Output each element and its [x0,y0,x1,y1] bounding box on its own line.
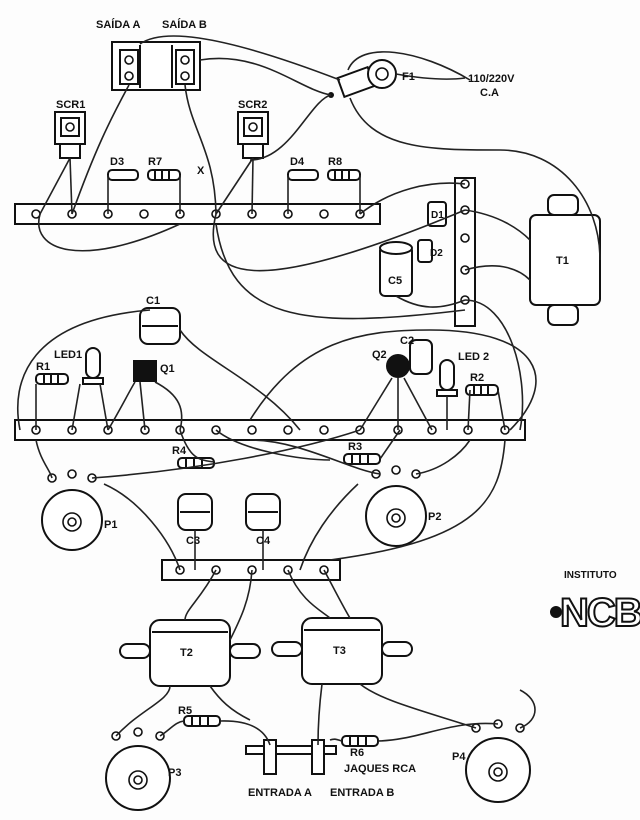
transistor-q1 [133,360,157,382]
label-c4: C4 [256,535,271,547]
output-socket [111,41,201,91]
label-r2: R2 [470,372,484,384]
fuse-holder [328,59,397,99]
component-d3 [107,169,139,181]
component-c1 [139,307,181,345]
component-r3 [343,453,381,465]
component-r7 [147,169,181,181]
led2 [436,359,458,397]
label-r3: R3 [348,441,362,453]
label-saida-b: SAÍDA B [162,18,207,31]
label-led1: LED1 [54,349,82,361]
logo-brand-text: NCB [560,591,640,635]
label-c5: C5 [388,275,402,287]
label-r6: R6 [350,747,364,759]
transformer-t3 [271,617,413,685]
label-p1: P1 [104,519,117,531]
component-r2 [465,384,499,396]
scr2 [237,111,269,159]
wiring [16,35,601,746]
component-c3 [177,493,213,531]
component-r8 [327,169,361,181]
component-r6 [341,735,379,747]
label-x-mark: X [197,165,205,177]
component-d4 [287,169,319,181]
component-d2 [417,239,433,263]
terminal-strip-vertical [454,177,476,327]
potentiometer-p2 [365,465,427,547]
institute-logo: INSTITUTO NCB [550,570,640,636]
label-r8: R8 [328,156,342,168]
label-entrada-a: ENTRADA A [248,787,312,799]
label-q2: Q2 [372,349,387,361]
component-c2 [409,339,433,375]
logo-top-text: INSTITUTO [564,570,617,581]
label-r1: R1 [36,361,50,373]
terminal-lug [139,209,149,219]
label-r5: R5 [178,705,192,717]
terminal-lug [247,425,257,435]
terminal-lug [460,233,470,243]
component-c5 [379,241,413,297]
label-r4: R4 [172,445,187,457]
terminal-strip-main [14,419,526,441]
label-t3: T3 [333,645,346,657]
terminal-lug [283,425,293,435]
label-r7: R7 [148,156,162,168]
label-t2: T2 [180,647,193,659]
transformer-t2 [119,619,261,687]
label-mains-ca: C.A [480,87,499,99]
rca-jacks [245,739,337,775]
label-entrada-b: ENTRADA B [330,787,394,799]
label-t1: T1 [556,255,569,267]
label-c1: C1 [146,295,160,307]
terminal-strip-upper [14,203,381,225]
label-scr2: SCR2 [238,99,267,111]
label-jaques: JAQUES RCA [344,763,416,775]
label-d2: D2 [430,248,443,259]
label-d1: D1 [431,210,444,221]
label-mains-voltage: 110/220V [468,73,515,85]
led1 [82,347,104,385]
label-p3: P3 [168,767,181,779]
potentiometer-p1 [41,469,103,551]
label-d4: D4 [290,156,305,168]
component-r1 [35,373,69,385]
terminal-lug [319,425,329,435]
label-p2: P2 [428,511,441,523]
potentiometer-p4 [465,719,531,803]
component-r5 [183,715,221,727]
label-c3: C3 [186,535,200,547]
component-c4 [245,493,281,531]
scr1 [54,111,86,159]
label-q1: Q1 [160,363,175,375]
terminal-lug [319,209,329,219]
label-d3: D3 [110,156,124,168]
diagram-labels: SAÍDA A SAÍDA B F1 110/220V C.A SCR1 SCR… [36,18,569,799]
label-fuse: F1 [402,71,415,83]
label-p4: P4 [452,751,466,763]
label-led2: LED 2 [458,351,489,363]
label-scr1: SCR1 [56,99,85,111]
potentiometer-p3 [105,727,171,811]
label-saida-a: SAÍDA A [96,18,140,31]
transistor-q2 [386,354,410,378]
label-c2: C2 [400,335,414,347]
